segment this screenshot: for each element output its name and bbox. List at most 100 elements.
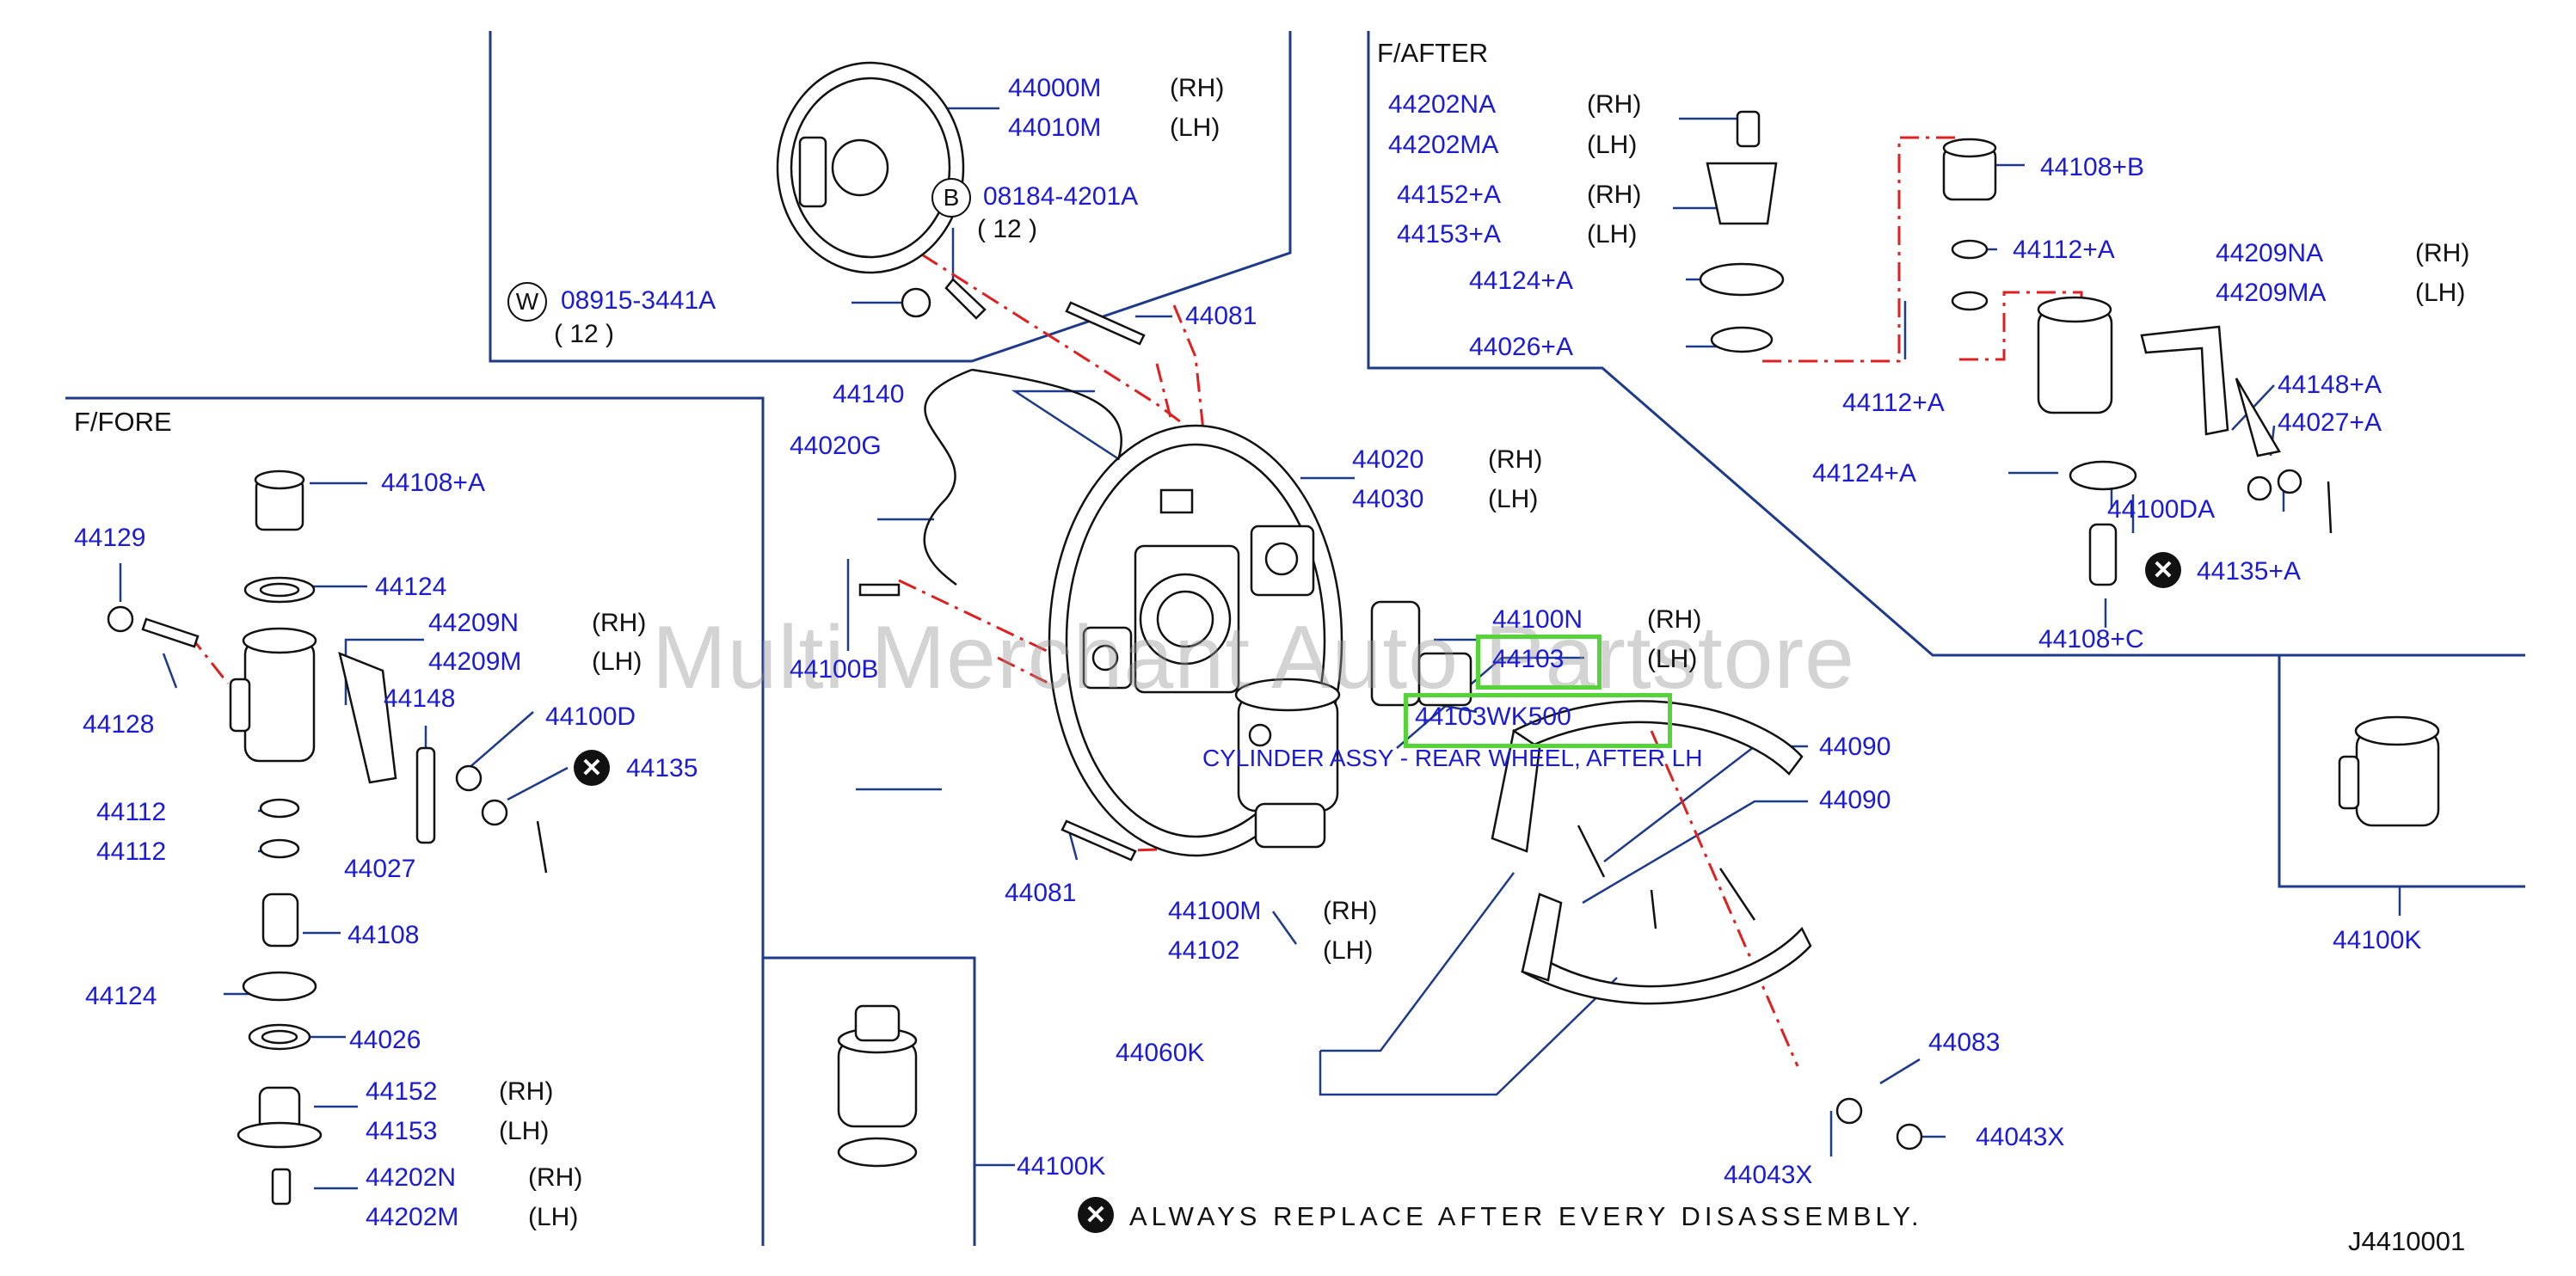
part-number-44108c[interactable]: 44108+C [2038,625,2144,653]
part-number-44090-bottom[interactable]: 44090 [1819,786,1891,814]
part-number-44108[interactable]: 44108 [347,921,420,949]
side-label-44152: (RH) [499,1077,554,1106]
part-number-44209n[interactable]: 44209N [428,609,520,637]
side-label-44020: (RH) [1488,445,1543,474]
part-number-44202m[interactable]: 44202M [366,1203,459,1231]
brake-shoe-illustration [1491,700,1812,1005]
part-illustrations [107,61,2440,1205]
side-label-44000m: (RH) [1170,74,1225,102]
part-number-44027[interactable]: 44027 [344,855,416,883]
part-number-44043x-right[interactable]: 44043X [1976,1123,2065,1151]
replace-symbol-44135a: ✕ [2145,552,2181,588]
part-number-44148[interactable]: 44148 [384,684,456,713]
part-number-44152a[interactable]: 44152+A [1397,181,1501,209]
part-number-44081-bottom[interactable]: 44081 [1005,879,1077,907]
part-number-44010m[interactable]: 44010M [1008,113,1102,142]
top-shield-illustration [776,61,965,274]
after-frame [1367,31,2525,657]
part-number-44153a[interactable]: 44153+A [1397,220,1501,248]
part-number-44112a-top[interactable]: 44112+A [2013,236,2115,264]
right-box-cylinder-illustration [2338,715,2440,827]
part-number-44102[interactable]: 44102 [1168,936,1240,965]
part-number-44135a[interactable]: 44135+A [2197,557,2301,586]
replace-symbol-44135: ✕ [574,750,610,786]
part-number-44128[interactable]: 44128 [83,710,155,739]
replace-symbol-footer: ✕ [1078,1197,1114,1233]
side-label-44209n: (RH) [592,609,647,637]
part-number-44129[interactable]: 44129 [74,524,146,552]
side-label-44010m: (LH) [1170,113,1220,142]
part-number-44020[interactable]: 44020 [1352,445,1424,474]
part-number-44103wk500[interactable]: 44103WK500 [1415,702,1571,731]
part-number-44027a[interactable]: 44027+A [2278,408,2382,437]
part-number-44209ma[interactable]: 44209MA [2216,279,2327,307]
side-label-44209ma: (LH) [2415,279,2466,307]
part-number-44060k[interactable]: 44060K [1116,1039,1205,1067]
part-number-44000m[interactable]: 44000M [1008,74,1102,102]
part-number-44152[interactable]: 44152 [366,1077,438,1106]
part-number-44030[interactable]: 44030 [1352,485,1424,513]
part-number-44153[interactable]: 44153 [366,1117,438,1145]
part-number-44020g[interactable]: 44020G [790,432,882,460]
part-number-44103[interactable]: 44103 [1492,645,1565,673]
adjuster-illustration [1370,600,1472,707]
highlight-box-44103wk500 [1404,693,1672,748]
part-number-44124-top[interactable]: 44124 [375,573,447,601]
part-number-08184[interactable]: 08184-4201A [983,182,1139,211]
section-frames [65,31,2525,1246]
part-number-44112-bottom[interactable]: 44112 [96,837,167,866]
brake-tube-illustration [923,368,1123,586]
qty-08915: ( 12 ) [554,320,615,348]
part-number-44100d[interactable]: 44100D [545,702,636,731]
side-label-44100n: (RH) [1647,605,1702,634]
part-number-44124a[interactable]: 44124+A [1469,267,1573,295]
side-label-44202na: (RH) [1587,90,1642,119]
part-number-44135[interactable]: 44135 [626,754,698,782]
part-number-44202ma[interactable]: 44202MA [1388,131,1499,159]
part-number-44100k-middle[interactable]: 44100K [1017,1152,1106,1181]
part-number-44100b[interactable]: 44100B [790,655,879,684]
part-number-44100da[interactable]: 44100DA [2107,495,2216,524]
part-number-44202n[interactable]: 44202N [366,1163,457,1192]
part-number-44202na[interactable]: 44202NA [1388,90,1497,119]
side-label-44100m: (RH) [1323,897,1378,925]
highlight-box-44103 [1476,635,1602,690]
part-number-44140[interactable]: 44140 [833,380,905,408]
top-left-frame [489,31,1292,363]
mid-lower-cylinder-illustration [837,1004,918,1168]
part-number-44209na[interactable]: 44209NA [2216,239,2324,267]
part-number-44026a[interactable]: 44026+A [1469,333,1573,361]
part-number-44112-top[interactable]: 44112 [96,798,167,826]
part-number-44124a-second[interactable]: 44124+A [1812,459,1916,488]
part-number-44148a[interactable]: 44148+A [2278,371,2382,399]
center-cylinder-illustration [1234,678,1341,849]
bolt-illustrations [107,278,1923,1150]
part-number-44090-top[interactable]: 44090 [1819,733,1891,761]
section-label-after: F/AFTER [1377,38,1489,68]
part-number-44124-bottom[interactable]: 44124 [85,982,157,1010]
part-number-08915[interactable]: 08915-3441A [561,286,716,315]
fore-frame [65,396,765,1246]
symbol-b: B [931,178,971,218]
side-label-44202ma: (LH) [1587,131,1638,159]
part-number-44083[interactable]: 44083 [1928,1028,2001,1057]
mid-lower-frame [763,956,976,1246]
watermark: Multi Merchant Auto Partstore [652,608,1855,708]
part-number-44108b[interactable]: 44108+B [2040,153,2144,181]
side-label-44202n: (RH) [528,1163,583,1192]
part-number-44108a[interactable]: 44108+A [381,469,485,497]
side-label-44102: (LH) [1323,936,1374,965]
section-label-fore: F/FORE [74,407,172,437]
footer-note: ALWAYS REPLACE AFTER EVERY DISASSEMBLY. [1129,1201,1923,1231]
part-number-44081-top[interactable]: 44081 [1185,302,1257,330]
part-number-44026[interactable]: 44026 [349,1026,421,1054]
side-label-44030: (LH) [1488,485,1539,513]
part-number-44100m[interactable]: 44100M [1168,897,1262,925]
diagram-code: J4410001 [2348,1226,2466,1256]
part-number-44100k-right[interactable]: 44100K [2333,926,2422,954]
part-number-44043x-bottom[interactable]: 44043X [1724,1161,1813,1189]
part-number-44209m[interactable]: 44209M [428,647,522,676]
part-number-44112a-bottom[interactable]: 44112+A [1842,389,1945,417]
part-number-44100n[interactable]: 44100N [1492,605,1583,634]
